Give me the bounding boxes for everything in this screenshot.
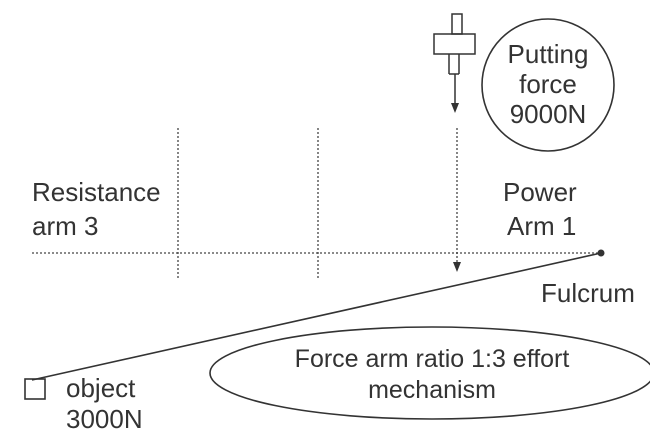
putting-force-label-line2: force xyxy=(519,69,577,99)
lever-bar xyxy=(31,252,602,381)
force-arrow-head-lower xyxy=(453,262,461,272)
force-applicator-icon xyxy=(433,13,476,113)
object-label-line2: 3000N xyxy=(66,404,143,434)
putting-force-label-line3: 9000N xyxy=(510,99,587,129)
power-arm-label-line1: Power xyxy=(503,177,577,207)
object-box xyxy=(24,378,46,400)
object-label-line1: object xyxy=(66,373,136,403)
fulcrum-label: Fulcrum xyxy=(541,278,635,308)
resistance-arm-label-line2: arm 3 xyxy=(32,211,98,241)
putting-force-label-line1: Putting xyxy=(508,39,589,69)
fulcrum-point xyxy=(597,249,605,257)
putting-force-circle xyxy=(481,18,615,152)
power-arm-label-line2: Arm 1 xyxy=(507,211,576,241)
ratio-label-line2: mechanism xyxy=(368,376,496,404)
resistance-arm-label-line1: Resistance xyxy=(32,177,161,207)
ratio-label-line1: Force arm ratio 1:3 effort xyxy=(295,345,570,373)
ratio-ellipse xyxy=(209,326,650,420)
